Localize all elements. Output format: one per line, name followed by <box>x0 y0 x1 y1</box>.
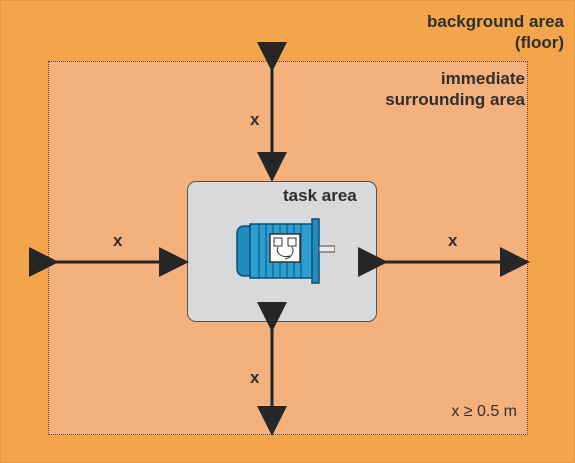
task-area-label: task area <box>283 186 357 205</box>
background-area-label-line2: (floor) <box>514 33 564 52</box>
distance-left-label: x <box>113 231 123 250</box>
distance-right-label: x <box>448 231 458 250</box>
distance-rule-note: x ≥ 0.5 m <box>451 403 517 420</box>
surrounding-area-label-line1: immediate <box>440 69 525 88</box>
distance-bottom-label: x <box>250 368 260 387</box>
electric-motor-icon <box>236 218 335 284</box>
surrounding-area-label-line2: surrounding area <box>385 90 525 109</box>
distance-top-label: x <box>250 110 260 129</box>
background-area-label-line1: background area <box>427 12 564 31</box>
